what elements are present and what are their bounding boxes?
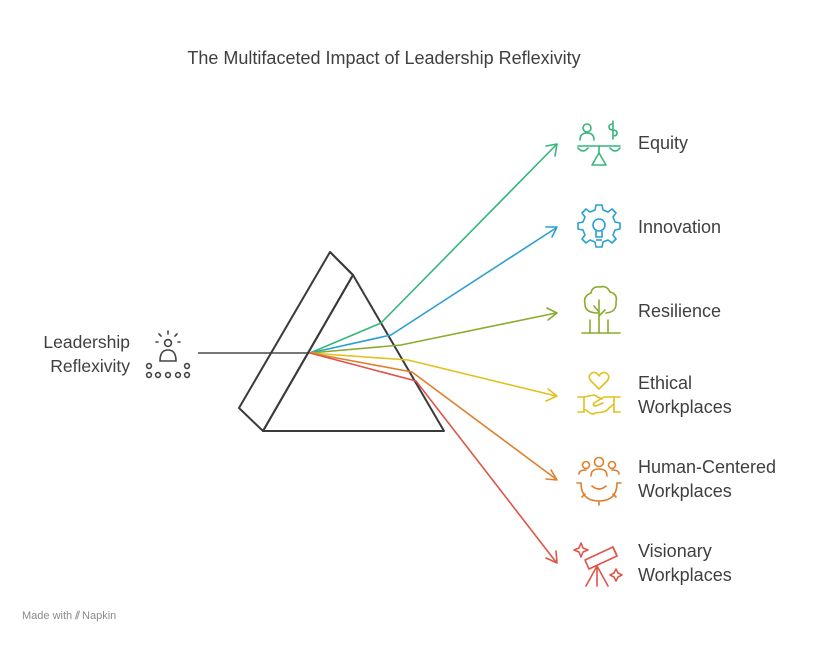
arrowhead-innovation [545, 226, 558, 238]
napkin-logo-icon: ⫽ [75, 610, 81, 622]
credit-prefix: Made with [22, 610, 73, 622]
output-label-equity: Equity [638, 131, 688, 155]
prism [238, 251, 445, 432]
credit-name: Napkin [82, 610, 117, 622]
heart-handshake-icon [577, 371, 621, 415]
arrowhead-visionary [545, 550, 558, 564]
source-label: Leadership Reflexivity [43, 330, 130, 378]
person-reflecting-icon [145, 330, 191, 379]
telescope-icon [573, 542, 623, 587]
output-label-ethical: Ethical Workplaces [638, 371, 732, 419]
arrowhead-resilience [546, 307, 558, 321]
beam-innovation [309, 227, 557, 354]
arrowhead-human [545, 469, 558, 481]
beam-ethical [309, 352, 557, 397]
output-label-resilience: Resilience [638, 299, 721, 323]
output-label-line: Workplaces [638, 481, 732, 501]
tree-icon [581, 285, 621, 334]
beam-visionary [309, 352, 557, 563]
beams [309, 143, 558, 564]
output-label-human: Human-Centered Workplaces [638, 455, 776, 503]
made-with-napkin-credit[interactable]: Made with⫽Napkin [22, 610, 116, 623]
diagram-title: The Multifaceted Impact of Leadership Re… [187, 48, 581, 68]
output-label-line: Equity [638, 133, 689, 153]
beam-resilience [309, 312, 557, 354]
people-gear-icon [576, 456, 622, 506]
beam-equity [309, 144, 557, 354]
source-label-line1: Leadership [43, 332, 130, 352]
output-label-line: Innovation [638, 217, 722, 237]
output-label-line: Human-Centered [638, 457, 777, 477]
arrowhead-ethical [545, 388, 558, 402]
output-label-line: Resilience [638, 301, 722, 321]
arrowhead-equity [545, 143, 558, 157]
output-label-visionary: Visionary Workplaces [638, 539, 732, 587]
output-label-line: Workplaces [638, 397, 732, 417]
source-label-line2: Reflexivity [50, 356, 130, 376]
gear-lightbulb-icon [577, 204, 621, 248]
output-label-line: Visionary [638, 541, 712, 561]
beam-human [309, 352, 557, 480]
output-label-innovation: Innovation [638, 215, 721, 239]
output-label-line: Workplaces [638, 565, 732, 585]
output-label-line: Ethical [638, 373, 693, 393]
equity-scale-icon [577, 120, 621, 166]
